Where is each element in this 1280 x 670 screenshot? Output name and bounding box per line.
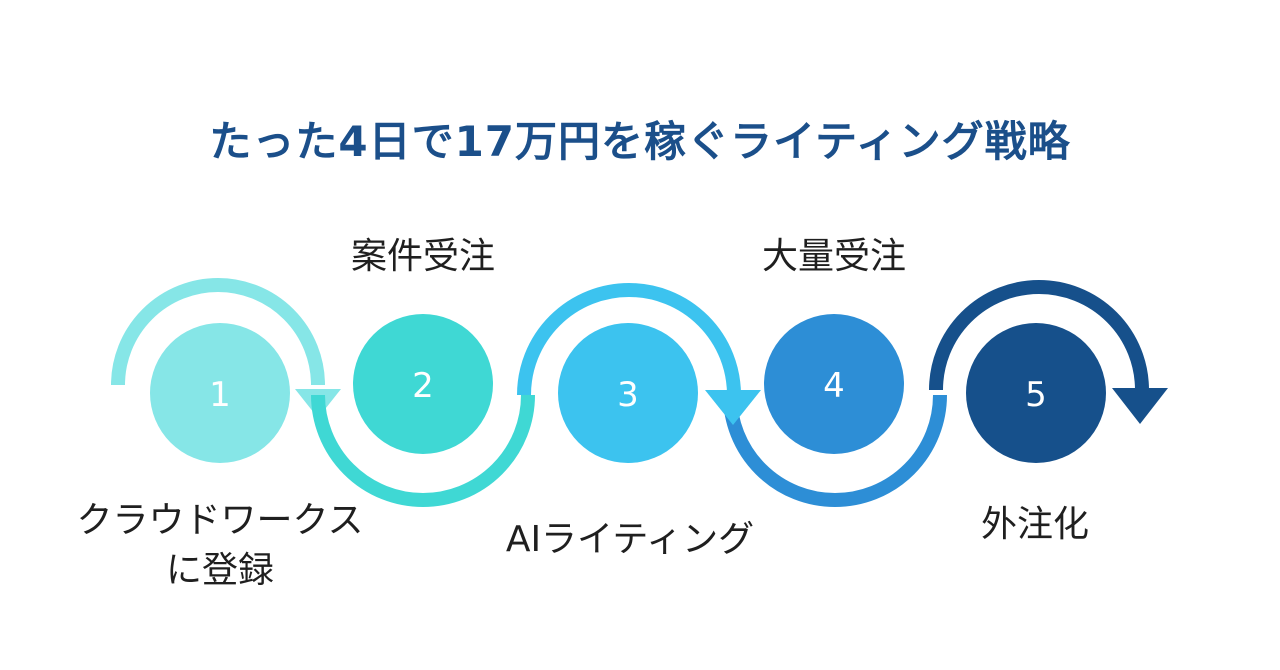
step-label-4: 大量受注: [761, 236, 906, 277]
connector-arc-2: [311, 394, 535, 507]
arrow-right-icon: [1112, 388, 1168, 424]
connector-arc-3: [517, 283, 741, 396]
step-label-5: 外注化: [980, 504, 1089, 545]
connector-arc-1: [111, 278, 325, 386]
step-number-1: 1: [209, 375, 231, 415]
step-number-2: 2: [412, 366, 434, 406]
step-label-3: AIライティング: [505, 519, 755, 560]
step-number-3: 3: [617, 375, 639, 415]
page-title: たった4日で17万円を稼ぐライティング戦略: [209, 117, 1071, 166]
step-number-4: 4: [823, 366, 845, 406]
step-circle-2: [353, 314, 493, 454]
connector-arc-4: [723, 394, 947, 507]
step-circle-3: [558, 323, 698, 463]
step-number-5: 5: [1025, 375, 1047, 415]
step-circle-1: [150, 323, 290, 463]
arrowhead-2-icon: [705, 390, 761, 425]
step-circle-5: [966, 323, 1106, 463]
step-circle-4: [764, 314, 904, 454]
step-label-1: クラウドワークス に登録: [76, 500, 364, 591]
step-label-2: 案件受注: [350, 236, 495, 277]
connector-arc-5: [929, 280, 1149, 391]
